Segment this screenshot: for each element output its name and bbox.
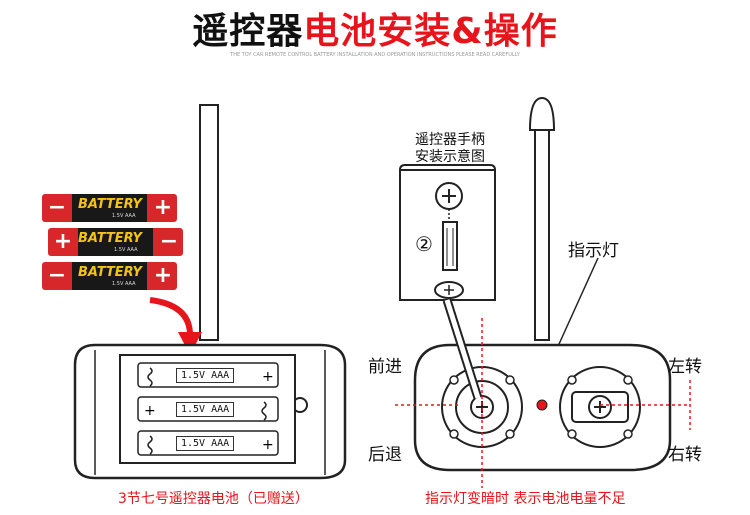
- battery-2: + BATTERY 1.5V AAA −: [48, 228, 183, 256]
- indicator-label: 指示灯: [568, 241, 619, 261]
- battery-brand: BATTERY: [78, 265, 142, 280]
- step-number: ②: [415, 232, 433, 256]
- left-arrow: [149, 297, 202, 355]
- title-part2: 电池安装&操作: [303, 11, 558, 52]
- left-antenna: [199, 104, 219, 341]
- inset-title-line1: 遥控器手柄: [415, 132, 485, 148]
- cell-label: 1.5V AAA: [176, 402, 235, 417]
- turn-right-label: 右转: [668, 445, 702, 465]
- plus-sign: +: [153, 195, 173, 220]
- plus-sign: +: [153, 263, 173, 288]
- battery-spec: 1.5V AAA: [112, 213, 136, 219]
- backward-label: 后退: [368, 445, 402, 465]
- cell-label: 1.5V AAA: [176, 436, 235, 451]
- svg-text:+: +: [262, 369, 274, 385]
- page-title: 遥控器电池安装&操作: [0, 2, 750, 54]
- turn-left-label: 左转: [668, 357, 702, 377]
- inset-panel: [399, 164, 496, 301]
- title-part1: 遥控器: [192, 11, 304, 52]
- direction-guides: [395, 318, 691, 488]
- minus-sign: −: [47, 195, 67, 220]
- minus-sign: −: [47, 263, 67, 288]
- battery-3: − BATTERY 1.5V AAA +: [42, 262, 177, 290]
- indicator-caption: 指示灯变暗时 表示电池电量不足: [425, 491, 626, 507]
- battery-1: − BATTERY 1.5V AAA +: [42, 194, 177, 222]
- battery-brand: BATTERY: [78, 231, 142, 246]
- inset-title-line2: 安装示意图: [415, 149, 485, 165]
- right-antenna: [528, 96, 556, 341]
- svg-text:+: +: [144, 403, 156, 419]
- battery-caption: 3节七号遥控器电池（已赠送）: [118, 491, 309, 507]
- fine-print: THE TOY CAR REMOTE CONTROL BATTERY INSTA…: [230, 52, 520, 58]
- battery-spec: 1.5V AAA: [112, 281, 136, 287]
- battery-spec: 1.5V AAA: [114, 247, 138, 253]
- forward-label: 前进: [368, 357, 402, 377]
- svg-text:+: +: [262, 437, 274, 453]
- cell-label: 1.5V AAA: [176, 368, 235, 383]
- plus-sign: +: [53, 229, 73, 254]
- inset-title: 遥控器手柄 安装示意图: [402, 132, 498, 166]
- minus-sign: −: [159, 229, 179, 254]
- right-controller-body: [413, 298, 672, 472]
- battery-brand: BATTERY: [78, 197, 142, 212]
